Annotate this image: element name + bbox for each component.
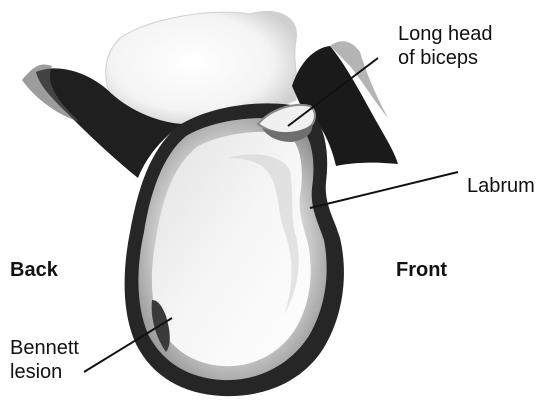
long-head-biceps-line1: Long head [398, 22, 493, 46]
labrum-label: Labrum [467, 174, 535, 198]
front-label: Front [396, 258, 447, 282]
long-head-biceps-line2: of biceps [398, 46, 493, 70]
leader-line-labrum [310, 172, 458, 208]
long-head-biceps-label: Long head of biceps [398, 22, 493, 70]
bennett-lesion-label: Bennett lesion [10, 336, 79, 384]
back-label: Back [10, 258, 58, 282]
bennett-lesion-line2: lesion [10, 360, 79, 384]
bennett-lesion-line1: Bennett [10, 336, 79, 360]
